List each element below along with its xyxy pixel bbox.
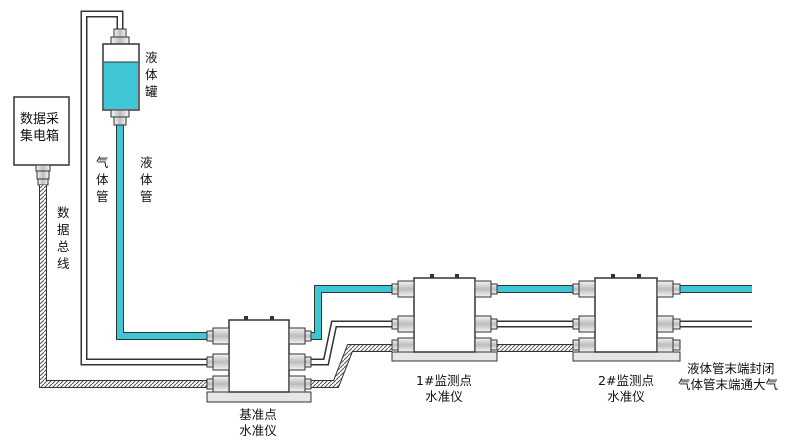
monitor-2-level-gauge: [572, 274, 681, 362]
data-bus-label: 数据总线: [57, 205, 70, 271]
monitor-1-level-gauge: [391, 274, 498, 362]
liquid-pipe: [116, 125, 752, 340]
data-box-label: 数据采 集电箱: [20, 112, 60, 144]
liquid-pipe-label: 液体管: [140, 155, 153, 204]
liquid-end-label: 液体管末端封闭: [687, 361, 775, 376]
liquid-tank: [102, 28, 140, 126]
monitor-1-label: 1#监测点 水准仪: [416, 373, 472, 405]
gas-pipe-label: 气体管: [96, 155, 109, 204]
liquid-tank-label: 液体罐: [145, 50, 158, 99]
data-bus-cable: [39, 185, 573, 388]
base-level-gauge: [206, 316, 312, 403]
base-gauge-label: 基准点 水准仪: [239, 407, 277, 439]
gas-end-label: 气体管末端通大气: [678, 377, 779, 392]
data-acquisition-box: [13, 96, 70, 186]
monitor-2-label: 2#监测点 水准仪: [598, 373, 654, 405]
gas-pipe: [80, 10, 752, 366]
